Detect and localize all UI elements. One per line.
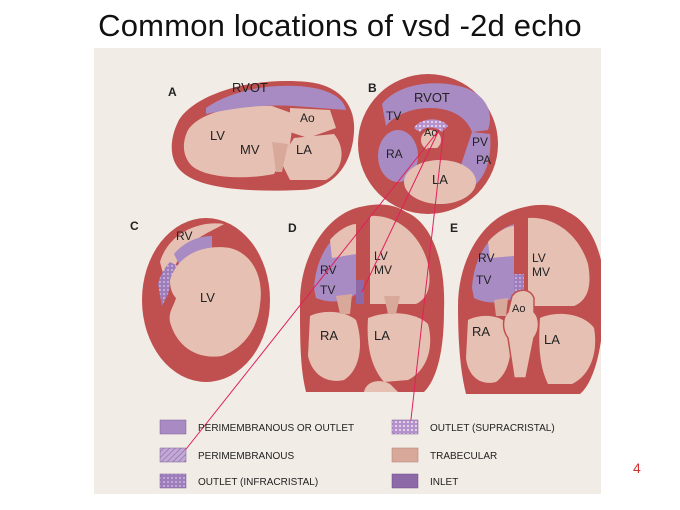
diagram-a-rvot [206,85,346,114]
diagram-d-tv-label: TV [320,283,335,297]
diagram-e-rv-upper [488,226,514,258]
diagram-b-letter: B [368,81,377,95]
slide-number: 4 [633,460,641,476]
diagram-e: E RV LV MV TV Ao RA LA [450,205,601,394]
diagram-a-rvot-label: RVOT [232,80,268,95]
diagram-e-lv [528,217,590,306]
diagram-a-la-label: LA [296,142,312,157]
diagram-a-la [280,134,342,180]
diagram-a-lv-cavity [183,105,294,178]
diagram-a-lv-label: LV [210,128,225,143]
diagram-a: A RVOT Ao LV MV LA [168,80,355,191]
diagram-b-rvot-label: RVOT [414,90,450,105]
legend-label: OUTLET (SUPRACRISTAL) [430,423,555,434]
diagram-d-mv-label: MV [374,263,392,277]
diagram-d-vein [364,381,398,392]
diagram-b-rv-outflow [382,83,490,132]
diagram-d-inlet-patch [356,280,364,304]
diagram-d-rv-upper [330,224,356,258]
diagram-panel: A RVOT Ao LV MV LA B RVOT TV Ao RA PV PA… [94,48,601,494]
pointer-line-perimembranous-d [361,129,440,293]
diagram-e-lv-label: LV [532,251,546,265]
legend-label: OUTLET (INFRACRISTAL) [198,477,318,488]
legend-label: TRABECULAR [430,451,497,462]
legend-label: PERIMEMBRANOUS OR OUTLET [198,423,354,434]
legend-label: PERIMEMBRANOUS [198,451,294,462]
pointer-line-perimembranous-b [178,129,440,459]
legend-swatch [391,447,419,463]
diagram-c-septum [174,236,212,266]
legend-item-outlet-infracristal: OUTLET (INFRACRISTAL) [159,473,318,489]
diagram-e-ra-label: RA [472,324,490,339]
diagram-a-mv-leaflet [272,142,288,172]
legend-label: INLET [430,477,458,488]
legend-swatch [391,419,419,435]
diagram-c-rv [160,223,224,292]
diagram-c-lv-label: LV [200,290,215,305]
diagram-e-ra [466,315,511,383]
pointer-line-supracristal-b [409,127,445,429]
legend-item-outlet-supracristal: OUTLET (SUPRACRISTAL) [391,419,555,435]
diagram-d-lv [370,215,430,304]
diagram-e-tv-label: TV [476,273,491,287]
diagram-a-letter: A [168,85,177,99]
diagram-e-tv-leaflet [494,298,508,316]
diagram-e-letter: E [450,221,458,235]
diagram-b-la [404,160,476,204]
diagram-a-mv-label: MV [240,142,260,157]
diagram-e-ao [502,289,540,379]
legend-swatch [391,473,419,489]
diagram-b-outlet-band [414,119,448,132]
diagram-d-la-label: LA [374,328,390,343]
legend: PERIMEMBRANOUS OR OUTLET OUTLET (SUPRACR… [159,419,555,489]
legend-item-perimembranous-or-outlet: PERIMEMBRANOUS OR OUTLET [159,419,354,435]
diagram-c-letter: C [130,219,139,233]
diagram-d-letter: D [288,221,297,235]
diagram-a-ao-label: Ao [300,111,315,125]
diagram-d: D RV LV MV TV RA LA [288,204,445,392]
diagram-e-la [539,313,596,384]
legend-swatch [159,473,187,489]
diagram-b-tv-label: TV [386,109,401,123]
diagram-e-mv-label: MV [532,265,550,279]
legend-item-perimembranous: PERIMEMBRANOUS [159,447,294,463]
diagram-c: C RV LV [130,218,270,382]
diagram-e-la-label: LA [544,332,560,347]
diagram-d-la [367,313,431,382]
diagram-c-lv [169,247,261,357]
pointer-lines [178,127,445,459]
diagram-d-mv-leaflet [384,296,400,314]
diagram-e-ao-label: Ao [512,303,525,315]
diagram-d-tv-leaflet [336,294,352,314]
diagram-e-inlet-patch [514,274,524,294]
legend-swatch [159,419,187,435]
diagram-e-rv-label: RV [478,251,494,265]
diagram-d-ra-label: RA [320,328,338,343]
diagram-b-pa-label: PA [476,153,491,167]
legend-swatch [159,447,187,463]
diagram-d-ra [308,311,360,381]
diagram-b-la-label: LA [432,172,448,187]
legend-item-trabecular: TRABECULAR [391,447,497,463]
diagram-b-ra-label: RA [386,147,403,161]
vsd-diagram: A RVOT Ao LV MV LA B RVOT TV Ao RA PV PA… [130,74,601,489]
diagram-b-pv-label: PV [472,135,488,149]
diagram-c-rv-label: RV [176,229,192,243]
slide-title: Common locations of vsd -2d echo [98,8,582,43]
legend-item-inlet: INLET [391,473,458,489]
diagram-a-ao [290,108,336,138]
